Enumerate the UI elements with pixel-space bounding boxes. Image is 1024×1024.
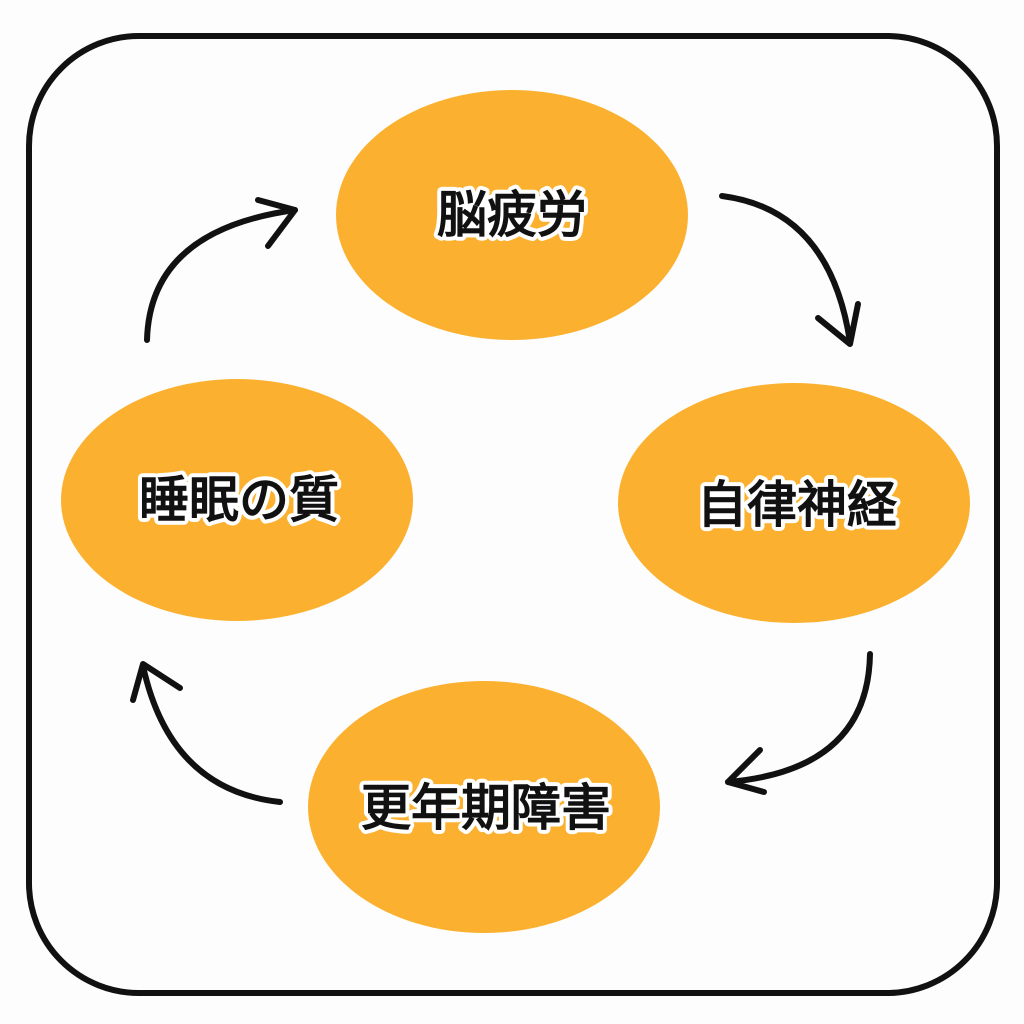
node-brain-fatigue: 脳疲労: [336, 90, 688, 340]
node-label: 更年期障害: [361, 779, 611, 837]
node-label: 睡眠の質: [139, 471, 339, 529]
node-label: 自律神経: [697, 476, 898, 534]
arrow-nerves-to-menopause: [725, 651, 873, 785]
arrow-sleep-to-brain: [144, 207, 298, 343]
node-autonomic-nerves: 自律神経: [618, 383, 970, 623]
arrow-menopause-to-sleep: [140, 663, 283, 805]
node-menopause: 更年期障害: [308, 681, 660, 933]
arrow-brain-to-nerves: [719, 193, 853, 345]
node-label: 脳疲労: [437, 186, 587, 244]
node-sleep-quality: 睡眠の質: [61, 379, 413, 621]
